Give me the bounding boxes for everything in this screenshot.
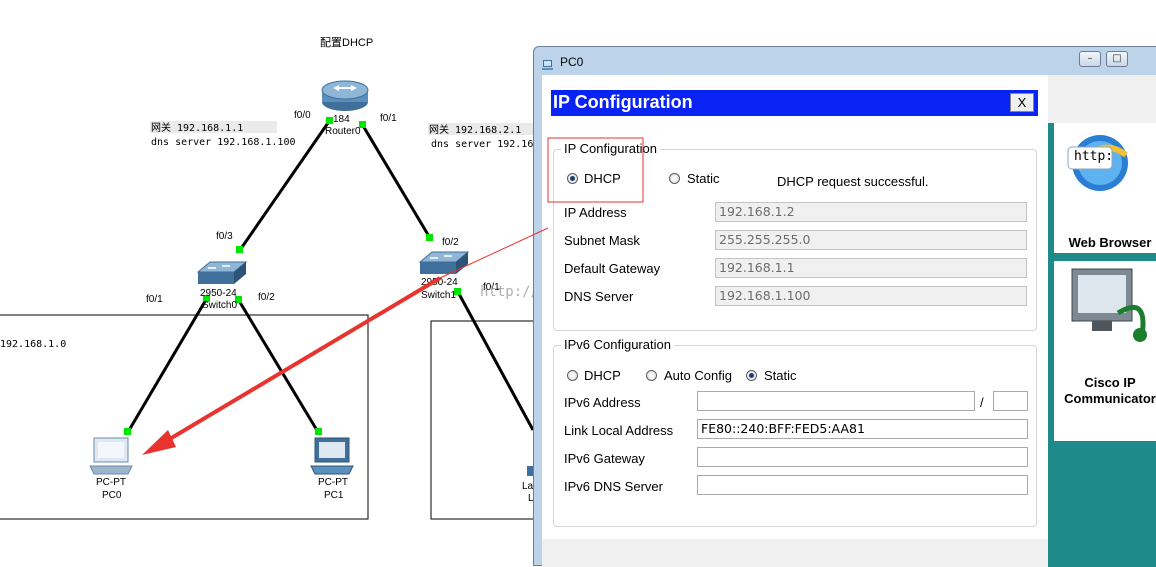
default-gateway-label: Default Gateway xyxy=(564,261,661,276)
web-browser-icon-text: http: xyxy=(1074,149,1114,164)
ip-address-label: IP Address xyxy=(564,205,627,220)
laptop-partial-icon xyxy=(527,466,535,476)
window-title: PC0 xyxy=(560,55,584,69)
ip-config-header: IP Configuration X xyxy=(551,90,1038,116)
static-radio[interactable] xyxy=(669,173,680,184)
web-browser-tile[interactable]: http: Web Browser xyxy=(1054,123,1156,253)
switch1-icon[interactable] xyxy=(418,251,470,274)
ipv6-config-group: IPv6 Configuration DHCP Auto Config Stat… xyxy=(553,337,1037,527)
desktop-app-strip: http: Web Browser Cisco IP Communicator xyxy=(1048,123,1156,567)
switch1-model: 2950-24 xyxy=(421,277,458,288)
dhcp-radio[interactable] xyxy=(567,173,578,184)
switch0-port-left: f0/1 xyxy=(146,294,163,305)
ipv6-group-legend: IPv6 Configuration xyxy=(561,337,674,352)
router-port-right: f0/1 xyxy=(380,113,397,124)
laptop-label-line1: La xyxy=(522,481,534,492)
pc1-name: PC1 xyxy=(324,490,344,501)
switch0-port-right: f0/2 xyxy=(258,292,275,303)
ipv6-gateway-label: IPv6 Gateway xyxy=(564,451,645,466)
dns-server-field[interactable]: 192.168.1.100 xyxy=(715,286,1027,306)
close-button[interactable]: X xyxy=(1010,93,1034,112)
ipv6-auto-config-label[interactable]: Auto Config xyxy=(664,368,732,383)
router-icon[interactable] xyxy=(321,80,369,111)
cisco-ip-communicator-label-2: Communicator xyxy=(1064,391,1156,406)
router-model: 184 xyxy=(333,114,350,125)
link-local-address-field[interactable]: FE80::240:BFF:FED5:AA81 xyxy=(697,419,1028,439)
web-browser-label: Web Browser xyxy=(1068,235,1152,250)
pc0-type: PC-PT xyxy=(96,477,126,488)
pc0-window[interactable]: PC0 – □ IP Configuration X IP Configurat… xyxy=(533,46,1156,567)
minimize-button[interactable]: – xyxy=(1079,51,1101,67)
ip-address-field[interactable]: 192.168.1.2 xyxy=(715,202,1027,222)
ipv6-static-radio[interactable] xyxy=(746,370,757,381)
pc0-name: PC0 xyxy=(102,490,122,501)
dhcp-status-text: DHCP request successful. xyxy=(777,174,929,189)
link-local-address-label: Link Local Address xyxy=(564,423,674,438)
ipv6-auto-config-radio[interactable] xyxy=(646,370,657,381)
gateway-right-line1: 网关 192.168.2.1 xyxy=(429,123,521,136)
network-links xyxy=(126,119,535,433)
ipv6-static-label[interactable]: Static xyxy=(764,368,797,383)
ipv6-address-field[interactable] xyxy=(697,391,975,411)
web-browser-icon: http: xyxy=(1064,129,1132,195)
cisco-ip-communicator-tile[interactable]: Cisco IP Communicator xyxy=(1054,261,1156,441)
ip-configuration-panel: IP Configuration X IP Configuration DHCP… xyxy=(542,75,1048,539)
switch0-port-up: f0/3 xyxy=(216,231,233,242)
switch1-name: Switch1 xyxy=(421,290,456,301)
pc1-icon[interactable] xyxy=(310,437,354,475)
ipv6-dns-server-label: IPv6 DNS Server xyxy=(564,479,663,494)
ipv6-prefix-separator: / xyxy=(980,395,984,410)
router-port-left: f0/0 xyxy=(294,110,311,121)
ipv6-gateway-field[interactable] xyxy=(697,447,1028,467)
default-gateway-field[interactable]: 192.168.1.1 xyxy=(715,258,1027,278)
dns-server-label: DNS Server xyxy=(564,289,634,304)
gateway-left-line2: dns server 192.168.1.100 xyxy=(151,137,296,148)
laptop-label-line2: L xyxy=(528,493,534,504)
gateway-left-line1: 网关 192.168.1.1 xyxy=(151,121,243,134)
cisco-ip-communicator-label-1: Cisco IP xyxy=(1084,375,1136,390)
static-radio-label[interactable]: Static xyxy=(687,171,720,186)
switch0-icon[interactable] xyxy=(196,261,248,284)
cisco-ip-communicator-icon xyxy=(1068,265,1152,349)
ipv6-prefix-field[interactable] xyxy=(993,391,1028,411)
ipv4-config-group: IP Configuration DHCP Static DHCP reques… xyxy=(553,141,1037,331)
switch0-model: 2950-24 xyxy=(200,288,237,299)
dhcp-radio-label[interactable]: DHCP xyxy=(584,171,621,186)
switch0-name: Switch0 xyxy=(202,300,237,311)
ipv6-dns-server-field[interactable] xyxy=(697,475,1028,495)
window-client-area: IP Configuration X IP Configuration DHCP… xyxy=(542,75,1156,567)
ipv4-group-legend: IP Configuration xyxy=(561,141,660,156)
network-left-label: 192.168.1.0 xyxy=(0,339,66,350)
router-name: Router0 xyxy=(325,126,361,137)
pc1-type: PC-PT xyxy=(318,477,348,488)
maximize-button[interactable]: □ xyxy=(1106,51,1128,67)
switch1-port-down: f0/1 xyxy=(483,282,500,293)
gateway-right-line2: dns server 192.16 xyxy=(431,139,533,150)
ipv6-dhcp-label[interactable]: DHCP xyxy=(584,368,621,383)
subnet-mask-label: Subnet Mask xyxy=(564,233,640,248)
ipv6-address-label: IPv6 Address xyxy=(564,395,641,410)
pc0-icon[interactable] xyxy=(89,437,133,475)
pc-window-icon xyxy=(542,56,554,70)
ipv6-dhcp-radio[interactable] xyxy=(567,370,578,381)
ip-config-title: IP Configuration xyxy=(553,92,693,112)
switch1-port-up: f0/2 xyxy=(442,237,459,248)
topology-title: 配置DHCP xyxy=(320,36,373,49)
subnet-mask-field[interactable]: 255.255.255.0 xyxy=(715,230,1027,250)
